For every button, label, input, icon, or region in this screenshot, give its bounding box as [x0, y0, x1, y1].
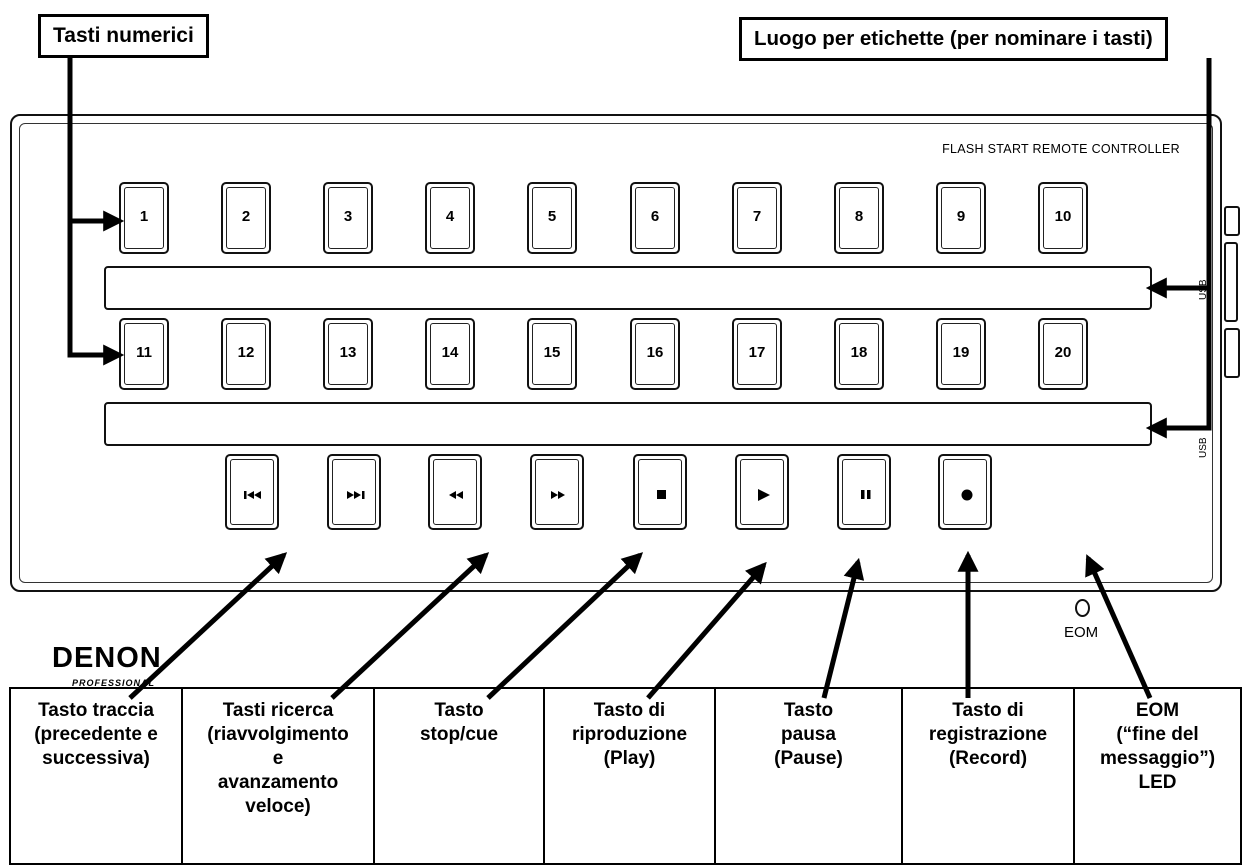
device-inner-border: [19, 123, 1213, 583]
skip-next-button[interactable]: [327, 454, 381, 530]
number-key-8[interactable]: 8: [834, 182, 884, 254]
label-pause-key: Tasto pausa (Pause): [716, 689, 903, 863]
number-key-label: 19: [952, 344, 970, 361]
number-key-label: 14: [441, 344, 459, 361]
fast-forward-button[interactable]: [530, 454, 584, 530]
skip-previous-icon: [244, 491, 261, 499]
number-key-19[interactable]: 19: [936, 318, 986, 390]
number-key-label: 17: [748, 344, 766, 361]
arrow-pause-key: [821, 557, 865, 699]
number-key-label: 15: [543, 344, 561, 361]
pause-icon: [861, 490, 871, 499]
number-key-label: 11: [136, 344, 152, 361]
number-key-18[interactable]: 18: [834, 318, 884, 390]
skip-next-icon: [347, 491, 365, 499]
arrow-label-strip-1: [1145, 58, 1212, 299]
stop-button[interactable]: [633, 454, 687, 530]
usb-connector-middle: [1224, 242, 1238, 322]
number-key-label: 18: [850, 344, 868, 361]
number-key-label: 5: [547, 208, 557, 225]
usb-connector-bottom: [1224, 328, 1240, 378]
number-key-label: 3: [343, 208, 353, 225]
eom-led-icon: [1075, 599, 1090, 617]
fast-forward-icon: [551, 491, 565, 499]
number-key-label: 1: [139, 208, 149, 225]
usb-connector-top: [1224, 206, 1240, 236]
denon-logo-sub: PROFESSIONAL: [72, 678, 156, 688]
number-key-9[interactable]: 9: [936, 182, 986, 254]
arrow-eom-led: [1085, 554, 1153, 700]
arrow-number-keys-1: [67, 56, 125, 232]
number-key-20[interactable]: 20: [1038, 318, 1088, 390]
label-track-keys: Tasto traccia (precedente e successiva): [11, 689, 183, 863]
number-key-label: 4: [445, 208, 455, 225]
label-place-callout: Luogo per etichette (per nominare i tast…: [739, 17, 1168, 61]
skip-previous-button[interactable]: [225, 454, 279, 530]
label-strip-1: [104, 266, 1152, 310]
rewind-button[interactable]: [428, 454, 482, 530]
arrow-track-keys: [128, 552, 288, 700]
number-key-16[interactable]: 16: [630, 318, 680, 390]
pause-button[interactable]: [837, 454, 891, 530]
number-key-label: 6: [650, 208, 660, 225]
number-key-3[interactable]: 3: [323, 182, 373, 254]
play-icon: [758, 489, 770, 501]
number-key-label: 10: [1054, 208, 1072, 225]
denon-logo: DENON: [52, 642, 162, 674]
label-stop-key: Tasto stop/cue: [375, 689, 545, 863]
number-key-label: 2: [241, 208, 251, 225]
label-record-key: Tasto di registrazione (Record): [903, 689, 1075, 863]
label-play-key: Tasto di riproduzione (Play): [545, 689, 716, 863]
number-key-5[interactable]: 5: [527, 182, 577, 254]
number-key-label: 13: [339, 344, 357, 361]
number-key-label: 7: [752, 208, 762, 225]
number-key-10[interactable]: 10: [1038, 182, 1088, 254]
record-button[interactable]: [938, 454, 992, 530]
number-key-label: 8: [854, 208, 864, 225]
number-key-label: 20: [1054, 344, 1072, 361]
number-key-15[interactable]: 15: [527, 318, 577, 390]
number-key-label: 12: [237, 344, 255, 361]
label-table: Tasto traccia (precedente e successiva) …: [9, 687, 1242, 865]
stop-icon: [657, 490, 666, 499]
number-keys-callout: Tasti numerici: [38, 14, 209, 58]
label-search-keys: Tasti ricerca (riavvolgimento e avanzame…: [183, 689, 375, 863]
arrow-number-keys-2: [67, 221, 125, 366]
number-key-2[interactable]: 2: [221, 182, 271, 254]
number-key-label: 16: [646, 344, 664, 361]
number-key-4[interactable]: 4: [425, 182, 475, 254]
label-strip-2: [104, 402, 1152, 446]
number-key-label: 9: [956, 208, 966, 225]
eom-text: EOM: [1064, 624, 1099, 641]
number-key-1[interactable]: 1: [119, 182, 169, 254]
number-key-6[interactable]: 6: [630, 182, 680, 254]
arrow-play-key: [646, 561, 767, 700]
record-icon: [961, 489, 973, 501]
play-button[interactable]: [735, 454, 789, 530]
arrow-search-keys: [330, 552, 490, 700]
model-name: FLASH START REMOTE CONTROLLER: [942, 142, 1180, 156]
arrow-stop-key: [486, 552, 644, 700]
number-key-14[interactable]: 14: [425, 318, 475, 390]
number-key-7[interactable]: 7: [732, 182, 782, 254]
rewind-icon: [449, 491, 463, 499]
arrow-label-strip-2: [1145, 288, 1212, 439]
number-key-13[interactable]: 13: [323, 318, 373, 390]
label-eom-led: EOM (“fine del messaggio”) LED: [1099, 700, 1216, 793]
number-key-17[interactable]: 17: [732, 318, 782, 390]
number-key-12[interactable]: 12: [221, 318, 271, 390]
